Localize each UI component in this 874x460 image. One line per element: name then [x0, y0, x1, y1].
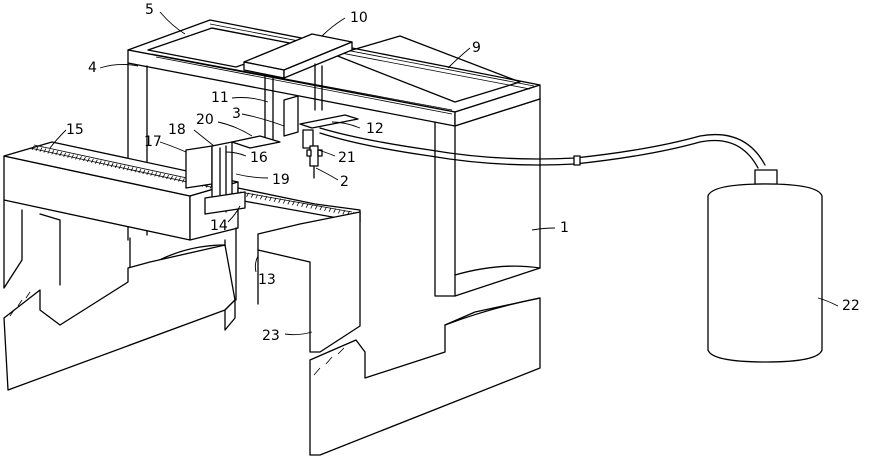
rack-tooth: [158, 173, 162, 178]
rack-tooth: [35, 146, 39, 152]
rack-tooth: [246, 192, 249, 198]
rack-tooth: [162, 174, 165, 179]
rack-tooth: [273, 197, 277, 203]
rack-tooth: [75, 155, 78, 160]
rack-tooth: [264, 195, 268, 201]
rack-tooth: [292, 200, 295, 206]
cutting-head: [283, 95, 359, 179]
rack-tooth: [106, 162, 110, 167]
rack-tooth: [166, 174, 169, 180]
rack-tooth: [154, 172, 158, 177]
label-14: 14: [210, 218, 228, 234]
rack-tooth: [301, 202, 304, 208]
rack-tooth: [138, 168, 142, 174]
label-17: 17: [144, 134, 162, 150]
rack-tooth: [134, 168, 138, 173]
rack-tooth: [83, 156, 86, 162]
rack-tooth: [67, 153, 70, 158]
label-4: 4: [88, 60, 97, 76]
rack-tooth: [31, 145, 35, 151]
rack-tooth: [269, 196, 272, 202]
label-1: 1: [560, 220, 569, 236]
rack-tooth: [296, 201, 300, 207]
label-3: 3: [232, 106, 241, 122]
rack-tooth: [255, 194, 259, 199]
rack-tooth: [310, 204, 314, 209]
supply-hose: [319, 127, 766, 169]
rack-tooth: [98, 160, 102, 165]
label-15: 15: [66, 122, 84, 138]
rack-tooth: [146, 170, 150, 175]
rack-tooth: [122, 165, 126, 170]
left-frame: [3, 199, 237, 391]
rack-tooth: [333, 208, 337, 213]
rack-tooth: [178, 177, 181, 182]
rack-tooth: [319, 205, 323, 211]
label-9: 9: [472, 40, 481, 56]
rack-tooth: [337, 209, 341, 214]
rack-tooth: [87, 157, 90, 163]
label-12: 12: [366, 121, 384, 137]
rack-tooth: [182, 178, 185, 183]
rack-tooth: [55, 150, 59, 156]
rack-tooth: [282, 199, 286, 204]
rack-tooth: [328, 207, 332, 213]
rack-tooth: [174, 176, 177, 181]
rack-tooth: [39, 147, 43, 152]
main-frame: [127, 19, 541, 297]
label-2: 2: [340, 174, 349, 190]
callout-labels: 5 10 4 9 11 3 12 20 18 17 16 21 2 19 14 …: [66, 2, 860, 344]
rack-tooth: [63, 152, 67, 158]
slider-block: [185, 135, 281, 215]
label-23: 23: [262, 328, 280, 344]
rack-tooth: [305, 203, 309, 208]
rack-tooth: [51, 150, 55, 155]
rack-tooth: [130, 167, 134, 172]
rack-tooth: [114, 163, 118, 169]
rack-tooth: [287, 200, 291, 205]
label-11: 11: [211, 90, 229, 106]
label-5: 5: [145, 2, 154, 18]
rack-tooth: [278, 198, 282, 203]
label-22: 22: [842, 298, 860, 314]
rack-tooth: [43, 148, 47, 153]
rack-tooth: [324, 206, 327, 212]
rack-tooth: [102, 161, 106, 166]
rack-tooth: [259, 195, 263, 200]
rack-tooth: [170, 175, 173, 181]
right-frame: [257, 211, 541, 456]
label-16: 16: [250, 150, 268, 166]
label-21: 21: [338, 150, 356, 166]
rack-tooth: [150, 171, 154, 176]
label-19: 19: [272, 172, 290, 188]
rack-tooth: [118, 164, 122, 169]
rack-tooth: [250, 193, 254, 198]
rack-tooth: [342, 210, 346, 215]
rack-tooth: [47, 149, 51, 154]
label-13: 13: [258, 272, 276, 288]
leader-lines: [49, 11, 839, 336]
label-10: 10: [350, 10, 368, 26]
rack-tooth: [79, 156, 82, 161]
rack-tooth: [91, 158, 94, 163]
rack-teeth: [31, 145, 225, 192]
rack-tooth: [71, 154, 74, 159]
rack-tooth: [110, 162, 114, 168]
label-18: 18: [168, 122, 186, 138]
rack-tooth: [142, 169, 146, 175]
rack-tooth: [94, 159, 98, 164]
rack-tooth: [126, 166, 130, 171]
rack-tooth: [314, 205, 318, 210]
rack-tooth: [59, 151, 63, 157]
tank: [707, 169, 823, 363]
label-20: 20: [196, 112, 214, 128]
